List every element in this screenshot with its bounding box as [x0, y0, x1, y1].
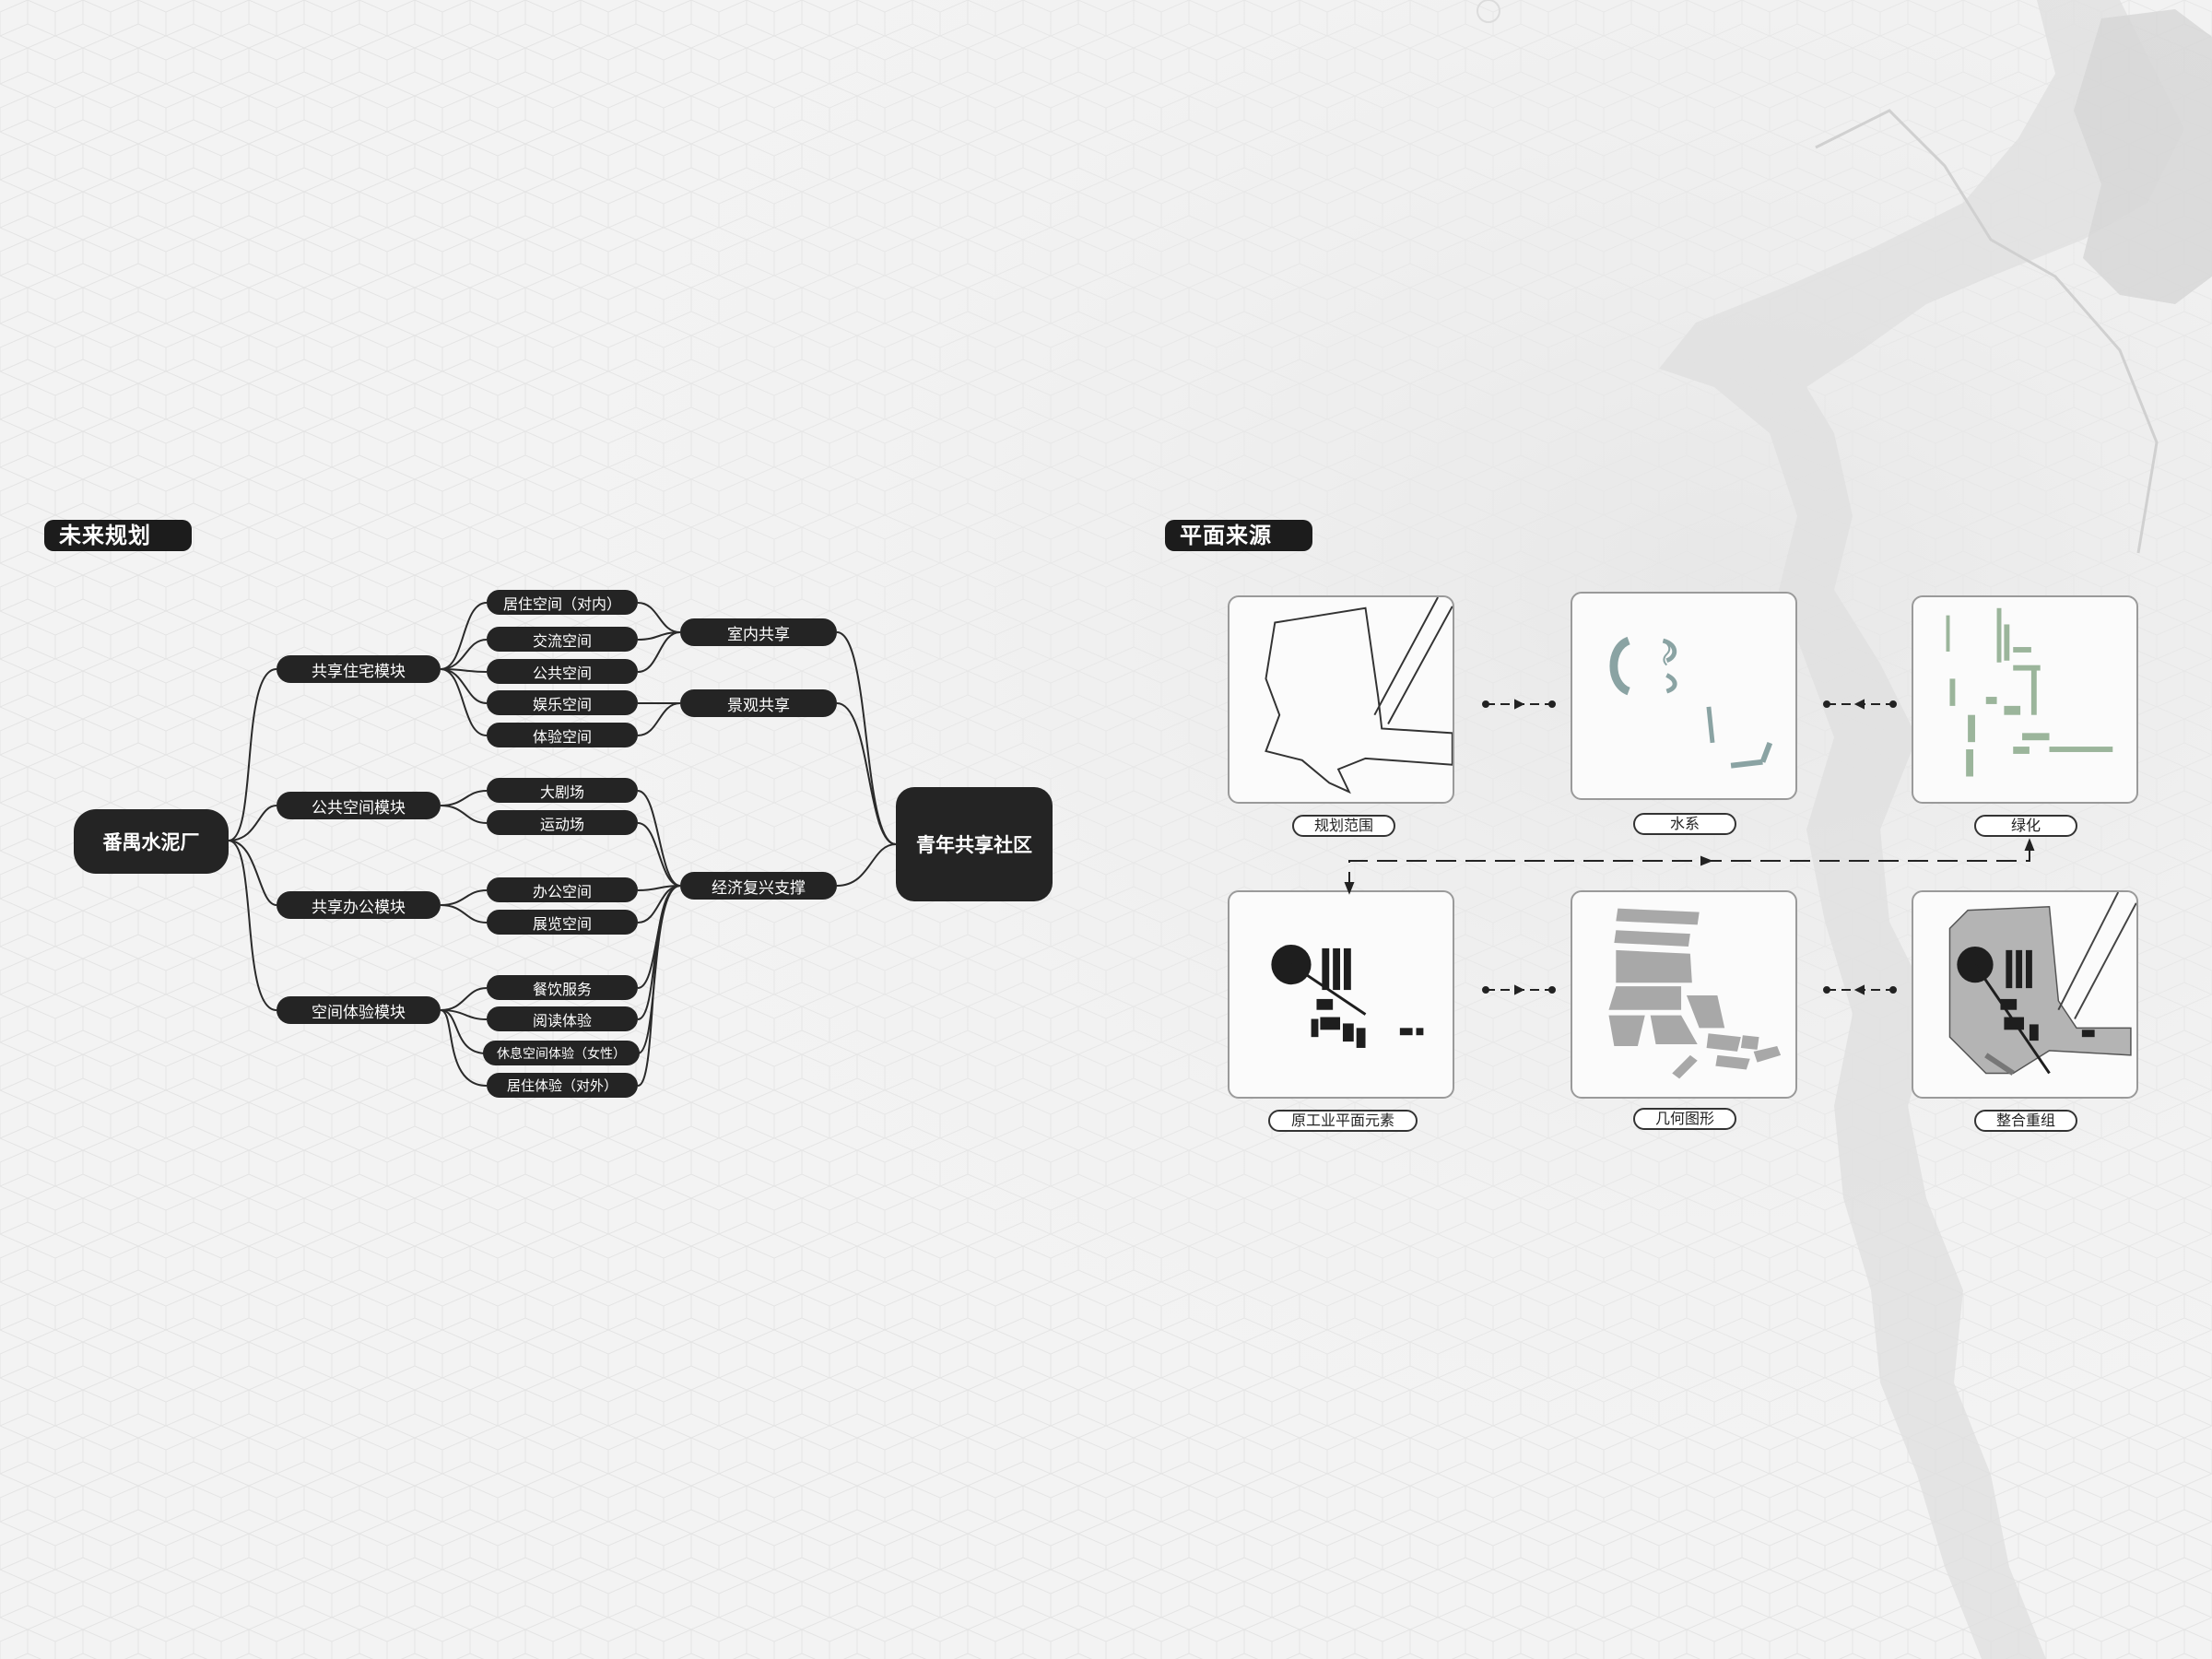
- industrial-elements-drawing: [1271, 944, 1424, 1048]
- panel-caption: 绿化: [1974, 815, 2077, 837]
- river-shape: [1659, 0, 2184, 1659]
- integrated-plan-drawing: [1948, 892, 2136, 1076]
- module-node: 共享办公模块: [276, 891, 441, 919]
- module-node: 空间体验模块: [276, 996, 441, 1024]
- water-system-drawing: [1609, 636, 1773, 769]
- plan-panel-boundary: [1228, 595, 1454, 804]
- lake-shape: [2074, 9, 2212, 304]
- panel-caption: 原工业平面元素: [1268, 1110, 1418, 1132]
- leaf-node: 休息空间体验（女性）: [483, 1041, 640, 1065]
- geometric-shapes-drawing: [1608, 908, 1782, 1079]
- plan-panel-geometry: [1571, 890, 1797, 1099]
- panel-caption: 几何图形: [1633, 1108, 1736, 1130]
- plan-panel-industrial: [1228, 890, 1454, 1099]
- module-node: 共享住宅模块: [276, 655, 441, 683]
- panel-caption: 规划范围: [1292, 815, 1395, 837]
- group-node: 室内共享: [680, 618, 837, 646]
- leaf-node: 展览空间: [487, 910, 638, 935]
- group-node: 经济复兴支撑: [680, 872, 837, 900]
- root-node: 番禺水泥厂: [74, 809, 229, 874]
- leaf-node: 居住体验（对外）: [487, 1073, 638, 1098]
- section-title-future-planning: 未来规划: [44, 520, 192, 551]
- plan-panel-greenery: [1912, 595, 2138, 804]
- plan-panel-water: [1571, 592, 1797, 800]
- mindmap-diagram: 番禺水泥厂 共享住宅模块 公共空间模块 共享办公模块 空间体验模块 居住空间（对…: [0, 553, 1106, 1143]
- panel-caption: 水系: [1633, 813, 1736, 835]
- leaf-node: 运动场: [487, 810, 638, 835]
- mindmap-connectors: [228, 602, 897, 1087]
- leaf-node: 娱乐空间: [487, 690, 638, 715]
- leaf-node: 阅读体验: [487, 1006, 638, 1031]
- module-node: 公共空间模块: [276, 792, 441, 819]
- leaf-node: 交流空间: [487, 627, 638, 652]
- section-title-plan-source: 平面来源: [1165, 520, 1312, 551]
- road-line: [1815, 109, 2159, 554]
- leaf-node: 公共空间: [487, 659, 638, 684]
- boundary-outline-drawing: [1265, 597, 1453, 794]
- plan-panel-integration: [1912, 890, 2138, 1099]
- leaf-node: 大剧场: [487, 778, 638, 803]
- leaf-node: 办公空间: [487, 877, 638, 902]
- leaf-node: 体验空间: [487, 723, 638, 747]
- leaf-node: 餐饮服务: [487, 975, 638, 1000]
- target-node: 青年共享社区: [896, 787, 1053, 901]
- greenery-drawing: [1946, 607, 2113, 777]
- panel-caption: 整合重组: [1974, 1110, 2077, 1132]
- leaf-node: 居住空间（对内）: [487, 590, 638, 615]
- panel-connectors: [1344, 699, 2035, 995]
- group-node: 景观共享: [680, 689, 837, 717]
